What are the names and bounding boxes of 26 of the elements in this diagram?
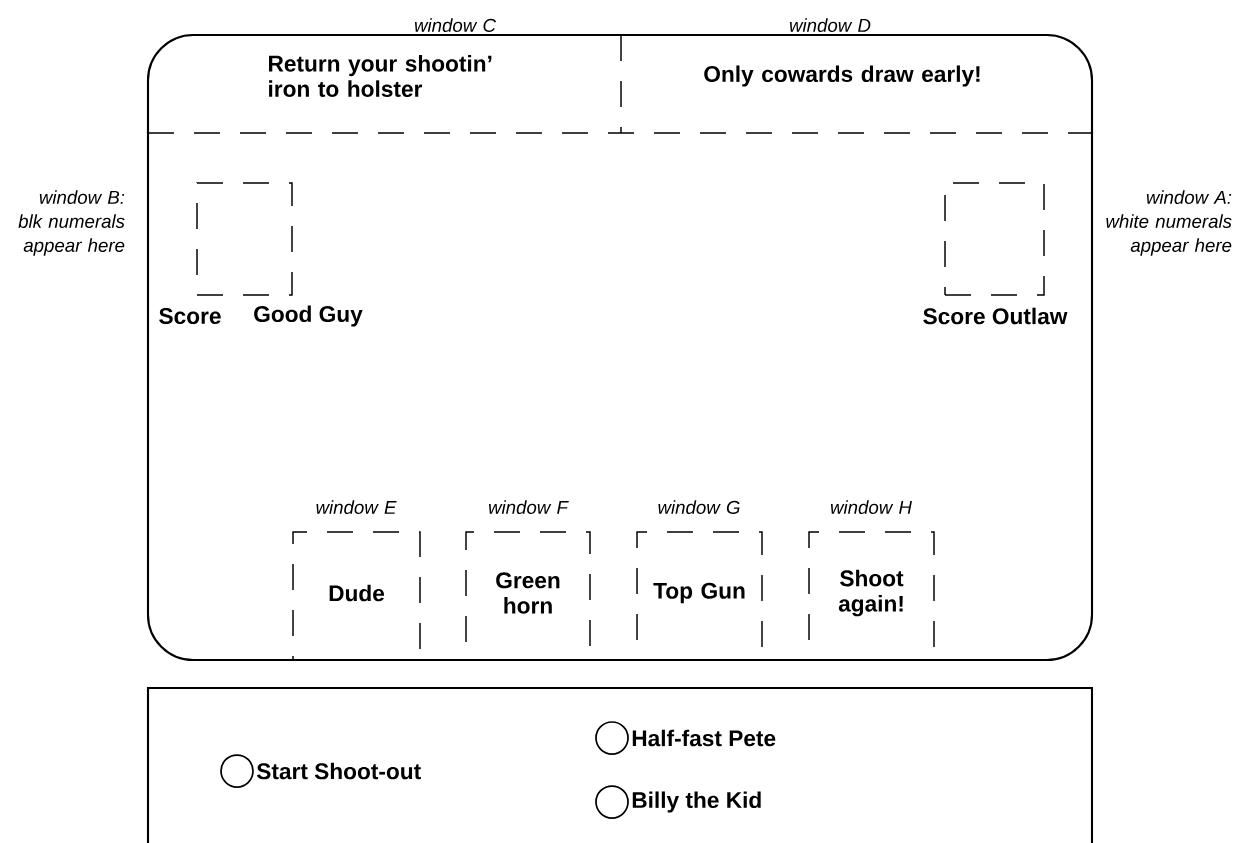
score-label: Good Guy <box>254 305 363 327</box>
window-caption: window A: white numerals appear here <box>1106 190 1232 256</box>
display-window: Shoot again! <box>808 531 935 661</box>
window-caption: window B: blk numerals appear here <box>18 190 125 256</box>
radio-button: Start Shoot-out <box>220 754 421 788</box>
window-caption: window G <box>658 500 740 514</box>
radio-button: Billy the Kid <box>595 785 761 819</box>
node-label: Start Shoot-out <box>256 762 421 780</box>
window-caption: window F <box>489 500 569 514</box>
node-label: Billy the Kid <box>632 791 761 813</box>
window-caption: window E <box>316 500 397 514</box>
display-window: Top Gun <box>636 531 763 661</box>
score-label: Score <box>159 308 221 325</box>
window-caption: window C <box>414 18 497 32</box>
window-caption: window D <box>789 18 871 32</box>
control-panel <box>146 686 1094 843</box>
display-window <box>944 182 1045 296</box>
node-label: Half-fast Pete <box>632 729 776 747</box>
display-window <box>196 182 293 296</box>
message-window: Return your shootin’ iron to holster <box>269 55 492 97</box>
window-caption: window H <box>830 500 912 514</box>
message-window: Only cowards draw early! <box>704 65 980 87</box>
radio-button: Half-fast Pete <box>595 721 776 755</box>
display-window: Green horn <box>465 531 591 661</box>
display-window: Dude <box>292 531 421 661</box>
display-panel <box>146 33 1094 662</box>
